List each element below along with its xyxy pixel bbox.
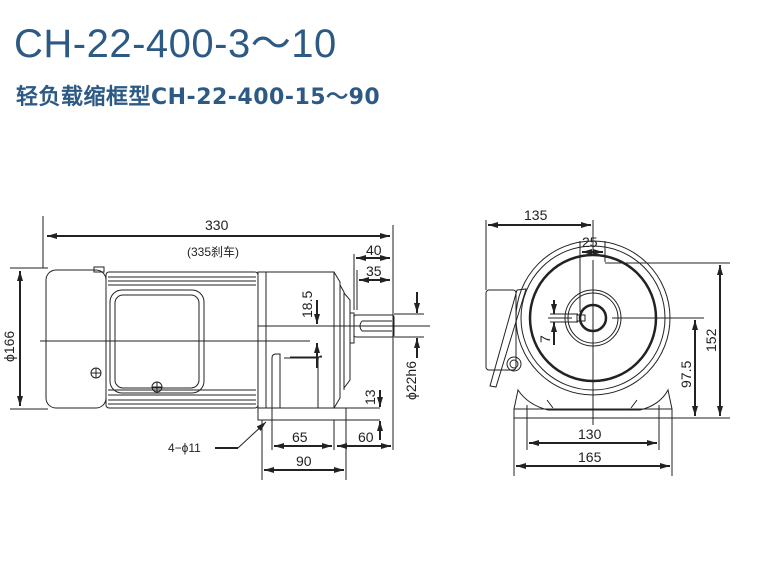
- dim-shaft-offset: 18.5: [299, 291, 315, 318]
- dim-base-width: 165: [578, 449, 602, 465]
- dim-motor-diameter: ϕ166: [1, 331, 17, 362]
- side-view: [10, 216, 430, 480]
- dim-overall-height: 152: [703, 328, 719, 352]
- dim-base-length: 90: [296, 453, 312, 469]
- dim-mount-holes: 4−ϕ11: [168, 441, 201, 455]
- dim-shaft-key: 35: [366, 263, 382, 279]
- dim-center-height: 97.5: [678, 361, 694, 388]
- model-subtitle: 轻负载缩框型CH-22-400-15～90: [16, 85, 381, 110]
- dim-shaft-total: 40: [366, 242, 382, 258]
- dim-base-mount-inner: 65: [292, 429, 308, 445]
- dim-key-height: 7: [537, 335, 553, 343]
- dim-housing-offset: 135: [524, 207, 548, 223]
- dim-overall-length-brake: (335刹车): [187, 244, 239, 259]
- dim-base-to-shaft: 60: [358, 429, 374, 445]
- front-view: [485, 220, 730, 476]
- dim-mount-spacing: 130: [578, 426, 602, 442]
- dim-shaft-diameter: ϕ22h6: [403, 361, 419, 400]
- model-title: CH-22-400-3～10: [14, 22, 337, 66]
- dim-base-thickness: 13: [362, 389, 378, 405]
- dim-overall-length: 330: [205, 217, 229, 233]
- dim-keyway-width: 25: [582, 234, 598, 250]
